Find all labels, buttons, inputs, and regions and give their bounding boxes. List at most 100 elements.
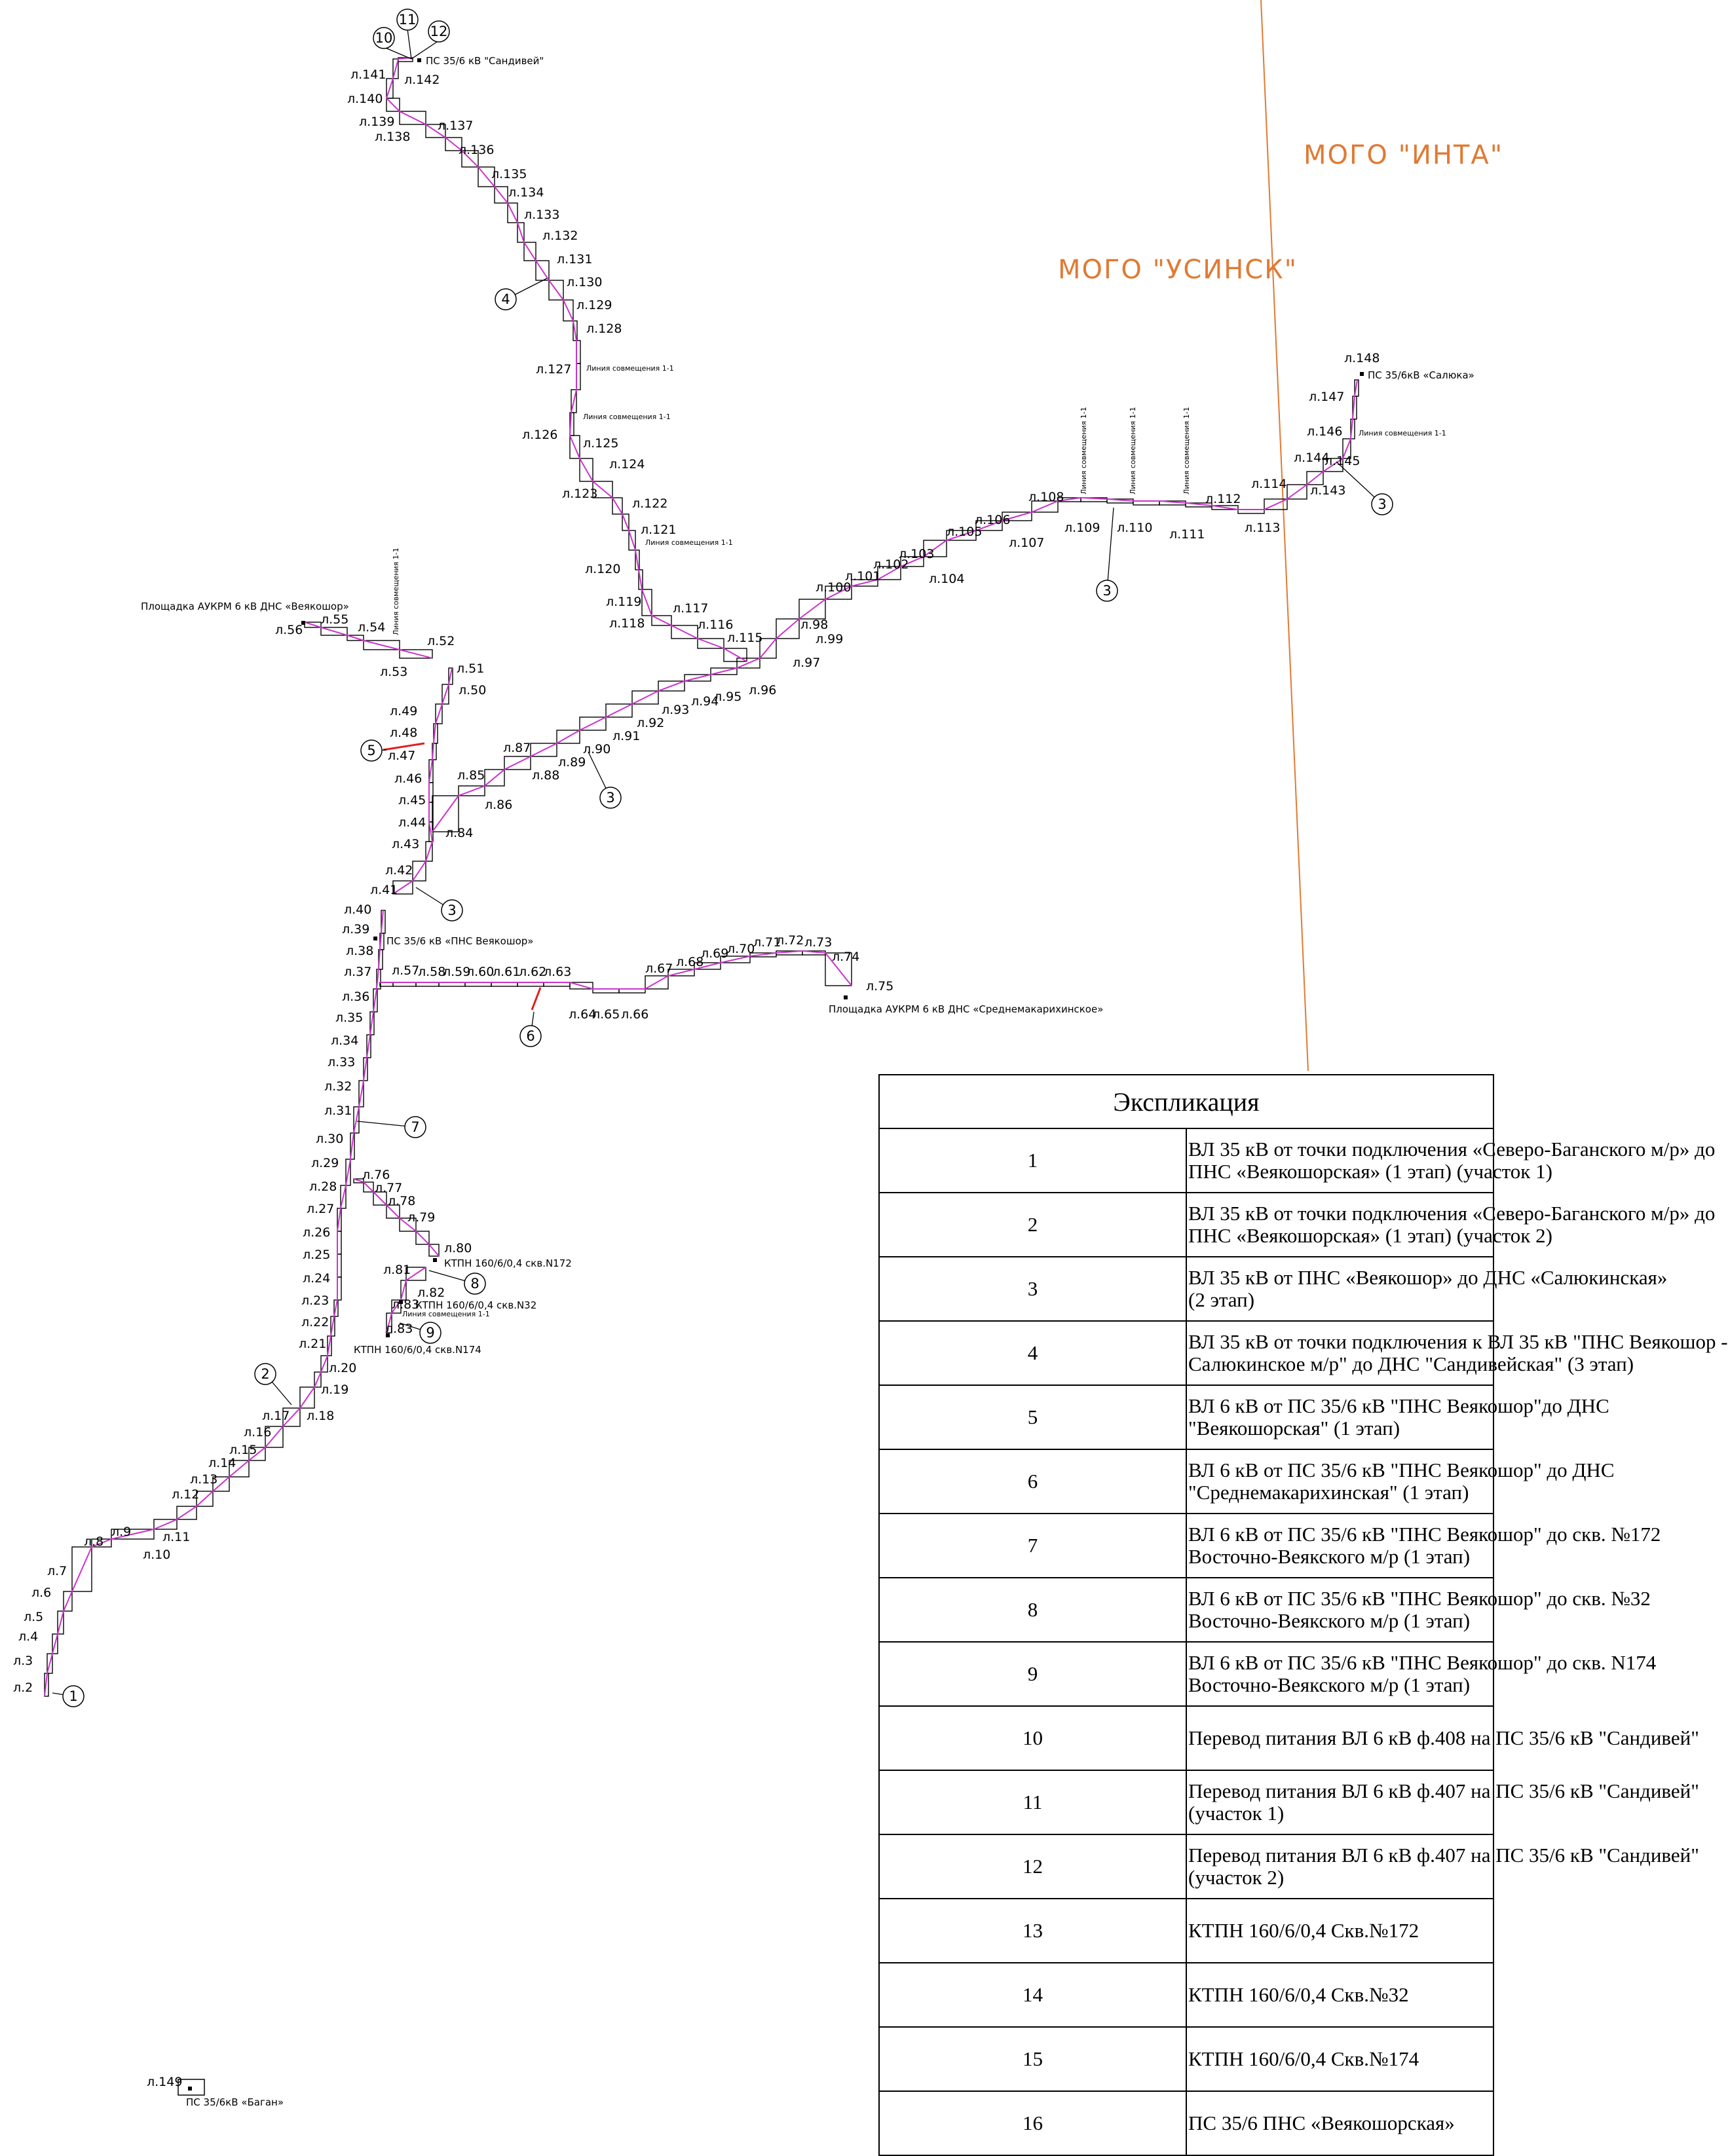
pole-label: л.144 bbox=[1294, 451, 1329, 465]
pole-label: л.136 bbox=[459, 143, 494, 157]
legend-row-number: 1 bbox=[878, 1128, 1187, 1193]
pole-label: л.87 bbox=[503, 741, 531, 755]
pole-label: л.119 bbox=[606, 595, 641, 609]
pole-labels: л.2л.3л.4л.5л.6л.7л.8л.9л.10л.11л.12л.13… bbox=[13, 67, 1380, 2089]
pole-label: л.147 bbox=[1309, 390, 1344, 404]
trunk-span bbox=[91, 1538, 112, 1548]
pole-label: л.53 bbox=[380, 665, 407, 679]
ktpn172-span bbox=[415, 1231, 430, 1245]
pole-label: л.82 bbox=[417, 1286, 445, 1300]
line-number-marker bbox=[62, 1685, 85, 1707]
line-number-marker bbox=[495, 288, 517, 310]
pole-label: л.29 bbox=[311, 1156, 339, 1170]
line-number-marker-label: 6 bbox=[526, 1028, 535, 1044]
trunk-span bbox=[111, 1529, 155, 1540]
legend-description-line: Восточно-Веякского м/р (1 этап) bbox=[1188, 1545, 1471, 1568]
pole-label: л.18 bbox=[307, 1409, 334, 1423]
pole-label: л.138 bbox=[375, 130, 410, 144]
substation-bagan-marker bbox=[188, 2087, 192, 2091]
pole-label: л.100 bbox=[816, 580, 851, 595]
sandivey-span bbox=[523, 242, 536, 261]
pole-label: л.5 bbox=[24, 1610, 43, 1624]
pole-label: л.17 bbox=[262, 1409, 290, 1423]
pole-label: л.146 bbox=[1307, 424, 1342, 439]
pole-label: л.9 bbox=[111, 1525, 131, 1539]
veyak-end-span bbox=[347, 635, 364, 641]
salyuka-span bbox=[1306, 471, 1324, 485]
line-5-wire bbox=[383, 742, 425, 751]
pole-label: л.121 bbox=[641, 523, 676, 537]
pole-label: л.24 bbox=[303, 1271, 330, 1286]
region-label-usinsk: МОГО "УСИНСК" bbox=[1058, 255, 1298, 285]
legend-row-number: 11 bbox=[878, 1770, 1187, 1835]
salyuka-span bbox=[923, 540, 947, 557]
legend-description-line: ВЛ 35 кВ от точки подключения к ВЛ 35 кВ… bbox=[1188, 1330, 1728, 1353]
trunk-span bbox=[57, 1610, 64, 1635]
salyuka-span bbox=[530, 743, 557, 757]
line-number-marker bbox=[428, 20, 450, 43]
legend-description-line: "Среднемакарихинская" (1 этап) bbox=[1188, 1481, 1469, 1504]
combination-note: Линия совмещения 1-1 bbox=[402, 1310, 490, 1318]
pole-label: л.149 bbox=[147, 2075, 182, 2089]
trunk-span bbox=[358, 1080, 364, 1107]
pole-label: л.104 bbox=[929, 572, 964, 586]
ktpn172-span bbox=[386, 1204, 400, 1219]
trunk-span bbox=[330, 1316, 335, 1337]
sandivey-span bbox=[628, 530, 636, 551]
pole-label: л.4 bbox=[18, 1629, 38, 1644]
trunk-span bbox=[265, 1426, 284, 1448]
pole-label: л.67 bbox=[645, 961, 673, 976]
legend-row-number: 7 bbox=[878, 1513, 1187, 1578]
sandivey-span bbox=[723, 648, 747, 662]
pole-label: л.22 bbox=[301, 1315, 329, 1329]
pole-label: л.43 bbox=[392, 837, 419, 851]
salyuka-span bbox=[684, 674, 711, 682]
trunk-span bbox=[71, 1546, 92, 1592]
legend-description-line: Перевод питания ВЛ 6 кВ ф.408 на ПС 35/6… bbox=[1188, 1726, 1699, 1749]
salyuka-span bbox=[1323, 458, 1343, 472]
pole-label: л.68 bbox=[676, 955, 704, 969]
legend-row-number: 14 bbox=[878, 1962, 1187, 2028]
trunk-span bbox=[369, 1011, 375, 1035]
pole-label: л.132 bbox=[542, 229, 578, 243]
salyuka-span bbox=[877, 566, 901, 580]
line-number-marker bbox=[464, 1273, 486, 1295]
pole-label: л.127 bbox=[536, 362, 571, 377]
pole-label: л.74 bbox=[832, 950, 859, 964]
ktpn172-span bbox=[363, 1181, 374, 1193]
legend-title: Экспликация bbox=[878, 1074, 1494, 1129]
legend-row-number: 8 bbox=[878, 1577, 1187, 1643]
trunk-span bbox=[229, 1460, 250, 1478]
legend-row-number: 9 bbox=[878, 1641, 1187, 1707]
line-number-marker-label: 5 bbox=[367, 743, 375, 758]
legend-row-number: 16 bbox=[878, 2091, 1187, 2156]
pole-label: л.35 bbox=[335, 1011, 363, 1025]
pole-label: л.50 bbox=[459, 683, 486, 697]
sredne-span bbox=[825, 952, 852, 986]
pole-label: л.84 bbox=[445, 826, 473, 840]
sredne-span bbox=[569, 982, 593, 990]
pole-label: л.81 bbox=[383, 1263, 411, 1277]
pole-label: л.56 bbox=[275, 623, 303, 637]
sandivey-span bbox=[478, 166, 495, 187]
sandivey-span bbox=[622, 513, 629, 531]
feeder-leader bbox=[383, 46, 412, 60]
legend-row-description: КТПН 160/6/0,4 Скв.№32 bbox=[1186, 1962, 1494, 2028]
pole-label: л.80 bbox=[444, 1241, 472, 1255]
line-number-marker bbox=[441, 899, 463, 921]
pole-label: л.137 bbox=[438, 119, 473, 133]
pole-label: л.60 bbox=[466, 965, 494, 979]
ktpn172-span bbox=[373, 1191, 387, 1206]
marker-leader bbox=[1106, 507, 1114, 591]
pole-label: л.112 bbox=[1205, 492, 1241, 506]
pole-label: л.14 bbox=[208, 1456, 236, 1470]
pole-label: л.42 bbox=[385, 863, 413, 878]
pole-label: л.51 bbox=[457, 661, 484, 676]
pole-label: л.28 bbox=[309, 1180, 337, 1194]
sandivey-span bbox=[612, 497, 623, 515]
legend-row-number: 15 bbox=[878, 2026, 1187, 2092]
trunk-span bbox=[299, 1386, 315, 1409]
